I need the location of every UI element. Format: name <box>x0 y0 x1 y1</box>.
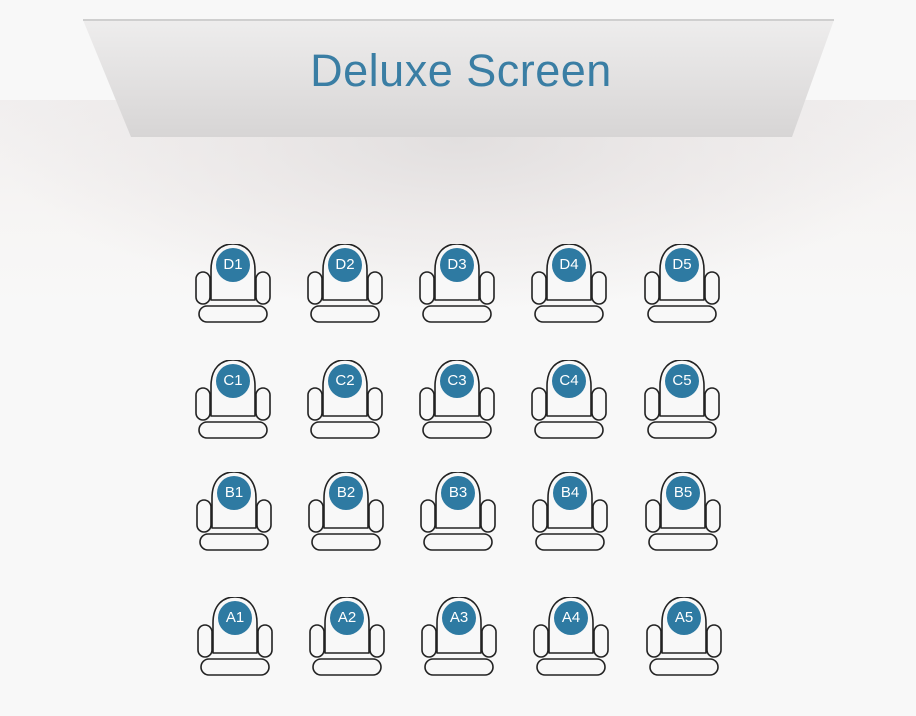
seat-B3[interactable]: B3 <box>420 472 496 554</box>
seat-C1[interactable]: C1 <box>195 360 271 442</box>
seat-label: B5 <box>666 476 700 510</box>
seat-A4[interactable]: A4 <box>533 597 609 679</box>
seat-C2[interactable]: C2 <box>307 360 383 442</box>
seat-A1[interactable]: A1 <box>197 597 273 679</box>
seat-label: C4 <box>552 364 586 398</box>
seat-B2[interactable]: B2 <box>308 472 384 554</box>
seat-B1[interactable]: B1 <box>196 472 272 554</box>
seat-D2[interactable]: D2 <box>307 244 383 326</box>
seat-label: D4 <box>552 248 586 282</box>
seat-B4[interactable]: B4 <box>532 472 608 554</box>
seat-label: C1 <box>216 364 250 398</box>
seat-label: A2 <box>330 601 364 635</box>
seat-label: D1 <box>216 248 250 282</box>
seat-A3[interactable]: A3 <box>421 597 497 679</box>
seat-label: C2 <box>328 364 362 398</box>
seat-label: A3 <box>442 601 476 635</box>
seat-label: B4 <box>553 476 587 510</box>
seat-B5[interactable]: B5 <box>645 472 721 554</box>
seat-label: B3 <box>441 476 475 510</box>
cinema-screen: Deluxe Screen <box>0 0 916 150</box>
seat-label: A1 <box>218 601 252 635</box>
seat-label: A4 <box>554 601 588 635</box>
seat-A5[interactable]: A5 <box>646 597 722 679</box>
seat-C3[interactable]: C3 <box>419 360 495 442</box>
seat-label: C3 <box>440 364 474 398</box>
seat-D5[interactable]: D5 <box>644 244 720 326</box>
seat-label: C5 <box>665 364 699 398</box>
seat-label: D2 <box>328 248 362 282</box>
seat-label: D3 <box>440 248 474 282</box>
seat-A2[interactable]: A2 <box>309 597 385 679</box>
seat-D4[interactable]: D4 <box>531 244 607 326</box>
seat-label: D5 <box>665 248 699 282</box>
seat-C4[interactable]: C4 <box>531 360 607 442</box>
seat-label: A5 <box>667 601 701 635</box>
screen-panel-graphic <box>83 19 834 137</box>
seat-C5[interactable]: C5 <box>644 360 720 442</box>
screen-title: Deluxe Screen <box>310 45 612 96</box>
seat-label: B1 <box>217 476 251 510</box>
seat-D1[interactable]: D1 <box>195 244 271 326</box>
seat-D3[interactable]: D3 <box>419 244 495 326</box>
seat-label: B2 <box>329 476 363 510</box>
